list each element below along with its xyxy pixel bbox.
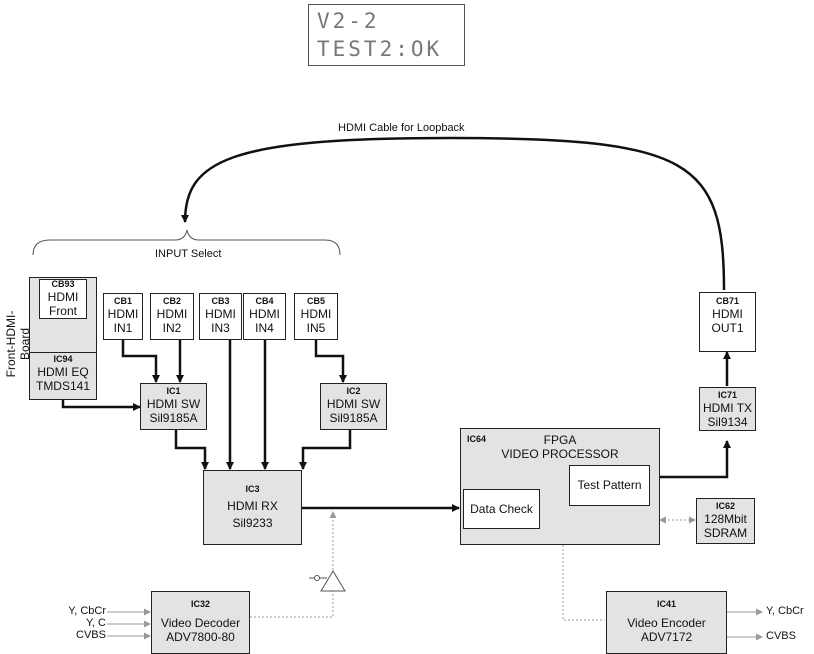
ic41-id: IC41 <box>656 599 676 609</box>
cb2-id: CB2 <box>162 296 181 306</box>
arrow-testpattern-ic71 <box>650 440 731 479</box>
arrow-cb5-ic2 <box>314 340 347 383</box>
chip-ic71: IC71 HDMI TX Sil9134 <box>699 387 756 431</box>
decoder-input-ycbcr: Y, CbCr <box>68 605 106 617</box>
lcd-line-2: TEST2:OK <box>317 37 443 61</box>
input-select-brace <box>32 229 341 256</box>
cb93-line2: Front <box>48 304 77 319</box>
cb71-line2: OUT1 <box>711 321 744 336</box>
cb3-line1: HDMI <box>205 306 236 321</box>
ic3-line1: HDMI RX <box>227 498 278 513</box>
data-check-block: Data Check <box>463 489 540 529</box>
cb4-line1: HDMI <box>249 306 280 321</box>
encoder-output-cvbs: CVBS <box>766 630 796 642</box>
ic71-line1: HDMI TX <box>702 400 753 415</box>
arrow-ic1-ic3 <box>174 430 209 470</box>
chip-ic2: IC2 HDMI SW Sil9185A <box>320 383 387 430</box>
loopback-cable <box>181 136 726 291</box>
cb4-line2: IN4 <box>255 321 274 336</box>
cb3-id: CB3 <box>211 296 230 306</box>
encoder-output-ycbcr: Y, CbCr <box>766 605 804 617</box>
connector-cb1: CB1 HDMI IN1 <box>103 293 143 340</box>
test-pattern-block: Test Pattern <box>569 465 650 506</box>
connector-cb5: CB5 HDMI IN5 <box>294 293 338 340</box>
chip-ic94: IC94 HDMI EQ TMDS141 <box>29 352 97 400</box>
chip-ic3: IC3 HDMI RX Sil9233 <box>203 470 302 545</box>
ic3-id: IC3 <box>245 484 260 494</box>
arrow-cb1-ic1 <box>121 340 160 383</box>
cb93-id: CB93 <box>51 279 75 289</box>
ic2-line1: HDMI SW <box>326 396 381 411</box>
ic62-line2: SDRAM <box>703 526 748 541</box>
connector-cb2: CB2 HDMI IN2 <box>150 293 194 340</box>
cb93-line1: HDMI <box>47 289 79 304</box>
cb5-id: CB5 <box>306 296 325 306</box>
front-board-label: Front-HDMI-Board <box>4 310 32 378</box>
ic94-line1: HDMI EQ <box>37 364 89 379</box>
ic1-id: IC1 <box>166 386 181 396</box>
ic94-id: IC94 <box>53 354 73 364</box>
connector-cb3: CB3 HDMI IN3 <box>199 293 242 340</box>
cb5-line1: HDMI <box>300 306 332 321</box>
ic2-line2: Sil9185A <box>329 411 378 426</box>
loopback-label: HDMI Cable for Loopback <box>338 122 465 134</box>
lcd-display: V2-2 TEST2:OK <box>308 4 465 66</box>
cb1-line2: IN1 <box>113 321 133 336</box>
cb1-line1: HDMI <box>107 306 139 321</box>
arrow-ic94-ic1 <box>61 399 141 411</box>
line-fpga-ic41 <box>562 545 605 621</box>
ic64-line2: VIDEO PROCESSOR <box>501 447 619 462</box>
cb5-line2: IN5 <box>306 321 326 336</box>
ic3-line2: Sil9233 <box>232 516 273 531</box>
lcd-line-1: V2-2 <box>317 9 380 33</box>
ic94-line2: TMDS141 <box>35 379 91 394</box>
ic2-id: IC2 <box>346 386 361 396</box>
chip-ic32: IC32 Video Decoder ADV7800-80 <box>151 591 250 654</box>
ic32-id: IC32 <box>190 599 210 609</box>
input-select-label: INPUT Select <box>155 248 222 260</box>
ic41-line1: Video Encoder <box>627 615 706 630</box>
ic71-id: IC71 <box>717 390 737 400</box>
chip-ic1: IC1 HDMI SW Sil9185A <box>140 383 207 430</box>
buffer-triangle <box>320 570 346 592</box>
ic1-line1: HDMI SW <box>146 396 201 411</box>
decoder-input-cvbs: CVBS <box>76 629 106 641</box>
cb3-line2: IN3 <box>211 321 230 336</box>
ic32-line2: ADV7800-80 <box>166 630 235 645</box>
ic64-id: IC64 <box>467 434 487 444</box>
decoder-input-yc: Y, C <box>86 617 106 629</box>
cb71-line1: HDMI <box>712 306 743 321</box>
connector-cb71: CB71 HDMI OUT1 <box>699 292 756 352</box>
cb1-id: CB1 <box>113 296 132 306</box>
chip-ic62: IC62 128Mbit SDRAM <box>696 498 755 544</box>
ic41-line2: ADV7172 <box>640 630 693 645</box>
ic1-line2: Sil9185A <box>149 411 198 426</box>
ic62-id: IC62 <box>715 501 735 511</box>
cb2-line2: IN2 <box>162 321 182 336</box>
connector-cb93: CB93 HDMI Front <box>39 279 87 319</box>
connector-cb4: CB4 HDMI IN4 <box>243 293 286 340</box>
ic64-line1: FPGA <box>543 433 577 447</box>
ic62-line1: 128Mbit <box>704 511 747 526</box>
chip-ic41: IC41 Video Encoder ADV7172 <box>606 591 727 654</box>
cb4-id: CB4 <box>255 296 274 306</box>
arrow-ic2-ic3 <box>299 430 352 470</box>
line-ic32-buffer <box>250 591 334 618</box>
buffer-enable-dot <box>314 575 320 581</box>
cb2-line1: HDMI <box>156 306 188 321</box>
cb71-id: CB71 <box>715 296 739 306</box>
ic32-line1: Video Decoder <box>160 615 241 630</box>
ic71-line2: Sil9134 <box>707 415 748 430</box>
